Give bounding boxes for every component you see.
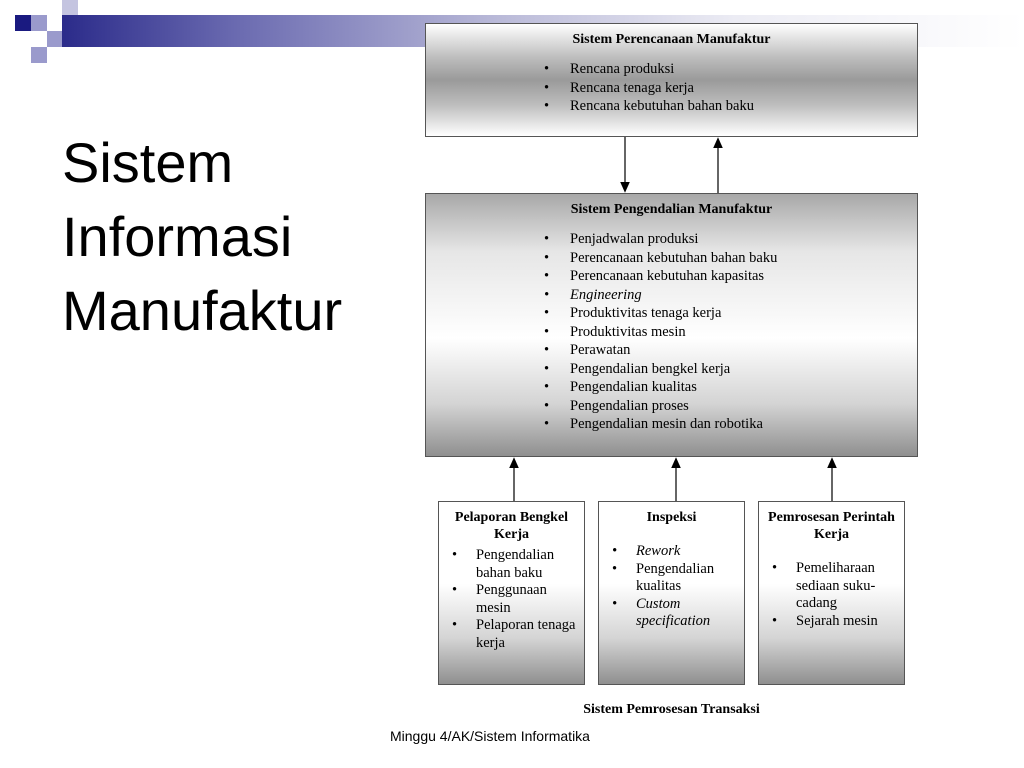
- decor-square-light-4: [62, 0, 78, 15]
- work-order-list: Pemeliharaan sediaan suku-cadang Sejarah…: [759, 560, 904, 630]
- list-item: Penggunaan mesin: [439, 582, 584, 617]
- list-item: Perencanaan kebutuhan kapasitas: [426, 267, 917, 286]
- list-item: Custom specification: [599, 596, 744, 631]
- slide-footer: Minggu 4/AK/Sistem Informatika: [390, 728, 590, 744]
- workshop-report-title: Pelaporan Bengkel Kerja: [454, 510, 569, 542]
- transaction-system-caption: Sistem Pemrosesan Transaksi: [583, 702, 760, 717]
- list-item: Pengendalian bengkel kerja: [426, 360, 917, 379]
- work-order-title: Pemrosesan Perintah Kerja: [768, 510, 895, 542]
- planning-list: Rencana produksi Rencana tenaga kerja Re…: [426, 60, 917, 116]
- list-item: Rencana kebutuhan bahan baku: [426, 97, 917, 116]
- list-item: Sejarah mesin: [759, 613, 904, 631]
- list-item: Pengendalian bahan baku: [439, 547, 584, 582]
- list-item: Pemeliharaan sediaan suku-cadang: [759, 560, 904, 613]
- planning-system-box: Sistem Perencanaan Manufaktur Rencana pr…: [425, 23, 918, 137]
- decor-square-light-1: [31, 15, 47, 31]
- slide-title: Sistem Informasi Manufaktur: [62, 131, 343, 342]
- list-item: Pengendalian kualitas: [426, 378, 917, 397]
- work-order-box: Pemrosesan Perintah Kerja Pemeliharaan s…: [758, 501, 905, 685]
- list-item: Rencana produksi: [426, 60, 917, 79]
- control-list: Penjadwalan produksi Perencanaan kebutuh…: [426, 230, 917, 434]
- list-item: Perawatan: [426, 341, 917, 360]
- list-item: Produktivitas mesin: [426, 323, 917, 342]
- list-item: Pengendalian mesin dan robotika: [426, 415, 917, 434]
- decor-square-dark-1: [15, 15, 31, 31]
- list-item: Pengendalian proses: [426, 397, 917, 416]
- list-item: Rework: [599, 543, 744, 561]
- list-item: Pengendalian kualitas: [599, 561, 744, 596]
- inspection-title: Inspeksi: [646, 510, 697, 525]
- list-item: Engineering: [426, 286, 917, 305]
- planning-system-title: Sistem Perencanaan Manufaktur: [572, 32, 771, 47]
- list-item: Penjadwalan produksi: [426, 230, 917, 249]
- workshop-report-box: Pelaporan Bengkel Kerja Pengendalian bah…: [438, 501, 585, 685]
- list-item: Rencana tenaga kerja: [426, 79, 917, 98]
- list-item: Produktivitas tenaga kerja: [426, 304, 917, 323]
- decor-square-light-3: [31, 47, 47, 63]
- control-system-title: Sistem Pengendalian Manufaktur: [570, 202, 773, 217]
- list-item: Perencanaan kebutuhan bahan baku: [426, 249, 917, 268]
- list-item: Pelaporan tenaga kerja: [439, 617, 584, 652]
- control-system-box: Sistem Pengendalian Manufaktur Penjadwal…: [425, 193, 918, 457]
- inspection-list: Rework Pengendalian kualitas Custom spec…: [599, 543, 744, 631]
- workshop-report-list: Pengendalian bahan baku Penggunaan mesin…: [439, 547, 584, 652]
- inspection-box: Inspeksi Rework Pengendalian kualitas Cu…: [598, 501, 745, 685]
- decor-square-light-2: [47, 31, 63, 47]
